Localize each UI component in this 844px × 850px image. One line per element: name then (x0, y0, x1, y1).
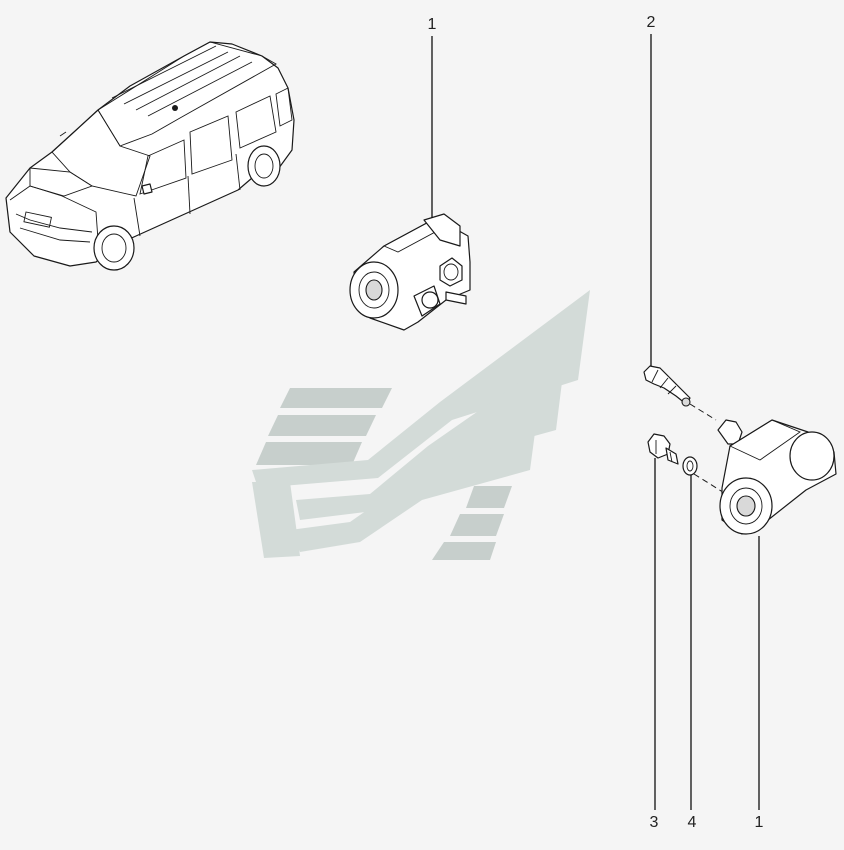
callout-1-top: 1 (428, 16, 437, 218)
callout-3: 3 (650, 458, 659, 831)
callout-1-bottom-label: 1 (755, 814, 764, 831)
callout-1-top-label: 1 (428, 16, 437, 33)
callout-1-bottom: 1 (755, 536, 764, 831)
wheel-cylinder-top-image (349, 213, 471, 331)
washer-image (682, 456, 698, 476)
callout-2-label: 2 (647, 14, 656, 31)
wheel-cylinder-bottom-image (689, 403, 837, 535)
callout-4-label: 4 (688, 814, 697, 831)
callout-3-label: 3 (650, 814, 659, 831)
callout-4: 4 (688, 475, 697, 831)
bolt-image (647, 433, 679, 465)
callout-2: 2 (647, 14, 656, 366)
watermark-logo (252, 290, 590, 560)
bleeder-screw-image (643, 365, 691, 407)
vehicle-icon (5, 41, 295, 271)
